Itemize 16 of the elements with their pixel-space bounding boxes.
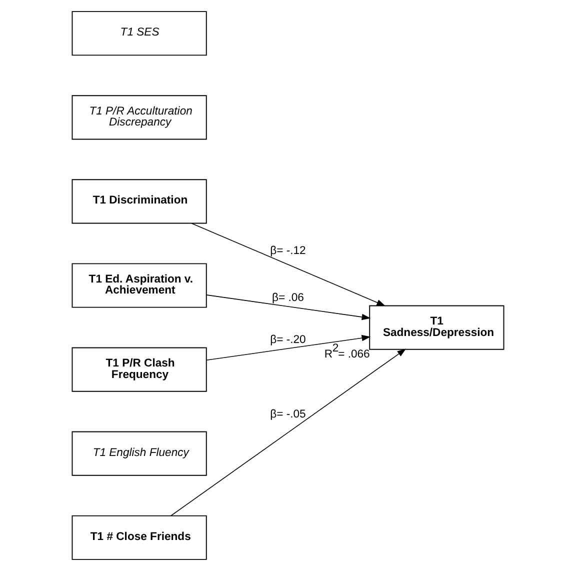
arrow bbox=[170, 348, 406, 516]
node-box: T1 # Close Friends bbox=[72, 515, 207, 560]
node-box: T1 P/R Acculturation Discrepancy bbox=[72, 95, 207, 140]
node-box: T1 P/R Clash Frequency bbox=[72, 347, 207, 392]
arrow bbox=[191, 223, 386, 306]
edge-label: β= -.20 bbox=[270, 334, 306, 346]
node-box: T1 English Fluency bbox=[72, 431, 207, 476]
node-box: T1 Discrimination bbox=[72, 179, 207, 224]
node-box: T1 Sadness/Depression bbox=[369, 305, 504, 350]
arrow bbox=[206, 294, 371, 320]
node-box: T1 SES bbox=[72, 11, 207, 56]
edge-label: β= -.05 bbox=[270, 408, 306, 420]
node-box: T1 Ed. Aspiration v. Achievement bbox=[72, 263, 207, 308]
arrow bbox=[206, 334, 371, 361]
edge-label: β= .06 bbox=[272, 292, 304, 304]
edge-label: β= -.12 bbox=[270, 245, 306, 258]
